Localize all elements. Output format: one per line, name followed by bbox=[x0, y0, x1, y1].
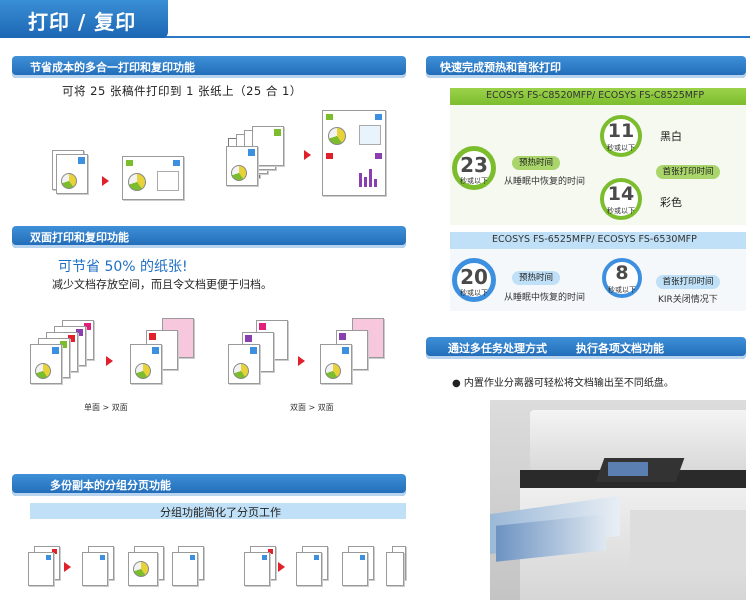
mono-first-pill: 首张打印时间 bbox=[656, 275, 720, 289]
sort-illustration bbox=[28, 540, 408, 600]
printer-photo bbox=[490, 400, 746, 600]
sort-subtab-label: 分组功能简化了分页工作 bbox=[160, 506, 281, 519]
model-bar-color: ECOSYS FS-C8520MFP/ ECOSYS FS-C8525MFP bbox=[450, 88, 746, 105]
section-header-sort: 多份副本的分组分页功能 bbox=[12, 474, 406, 496]
red-arrow-icon bbox=[298, 356, 305, 366]
color-bw-circle: 11 秒或以下 bbox=[600, 115, 642, 157]
red-arrow-icon bbox=[304, 150, 311, 160]
color-bw-label: 黑白 bbox=[660, 130, 682, 143]
section-title-multitask-a: 通过多任务处理方式 bbox=[448, 342, 547, 355]
multi-desc: 可将 25 张稿件打印到 1 张纸上（25 合 1） bbox=[62, 84, 302, 98]
color-warmup-desc: 从睡眠中恢复的时间 bbox=[504, 177, 586, 187]
color-color-label: 彩色 bbox=[660, 196, 682, 209]
section-header-fast: 快速完成预热和首张打印 bbox=[426, 56, 746, 78]
color-color-circle: 14 秒或以下 bbox=[600, 178, 642, 220]
section-title-multitask-b: 执行各项文档功能 bbox=[576, 342, 664, 355]
section-title-duplex: 双面打印和复印功能 bbox=[30, 231, 129, 244]
duplex-desc: 减少文档存放空间，而且令文档更便于归档。 bbox=[52, 278, 272, 291]
multitask-bullet: ● 内置作业分离器可轻松将文档输出至不同纸盘。 bbox=[452, 378, 674, 389]
section-header-multitask: 通过多任务处理方式 执行各项文档功能 bbox=[426, 337, 746, 359]
doc-page-icon bbox=[226, 146, 258, 186]
color-color-unit: 秒或以下 bbox=[607, 207, 635, 215]
doc-page-icon bbox=[128, 552, 158, 586]
multi-up-illustration bbox=[40, 110, 410, 215]
model-bar-mono-label: ECOSYS FS-6525MFP/ ECOSYS FS-6530MFP bbox=[492, 234, 697, 245]
color-warmup-number: 23 bbox=[460, 153, 488, 177]
doc-page-icon bbox=[28, 552, 54, 586]
red-arrow-icon bbox=[106, 356, 113, 366]
red-arrow-icon bbox=[278, 562, 285, 572]
doc-page-icon bbox=[130, 344, 162, 384]
doc-page-icon bbox=[172, 552, 198, 586]
color-warmup-pill: 预热时间 bbox=[512, 156, 560, 170]
color-warmup-circle: 23 秒或以下 bbox=[452, 146, 496, 190]
sort-subtab: 分组功能简化了分页工作 bbox=[30, 503, 406, 519]
section-header-multi: 节省成本的多合一打印和复印功能 bbox=[12, 56, 406, 78]
two-up-page-icon bbox=[122, 156, 184, 200]
mono-warmup-pill: 预热时间 bbox=[512, 271, 560, 285]
mono-warmup-number: 20 bbox=[460, 265, 488, 289]
color-bw-unit: 秒或以下 bbox=[607, 144, 635, 152]
doc-page-icon bbox=[244, 552, 270, 586]
mono-warmup-circle: 20 秒或以下 bbox=[452, 258, 496, 302]
doc-page-icon bbox=[320, 344, 352, 384]
section-title-sort: 多份副本的分组分页功能 bbox=[50, 479, 171, 492]
mono-warmup-desc: 从睡眠中恢复的时间 bbox=[504, 293, 586, 303]
duplex-highlight: 可节省 50% 的纸张! bbox=[58, 259, 188, 275]
duplex-caption-left: 单面 > 双面 bbox=[84, 403, 128, 412]
page-title: 打印 / 复印 bbox=[28, 10, 137, 34]
duplex-caption-right: 双面 > 双面 bbox=[290, 403, 334, 412]
color-color-number: 14 bbox=[607, 183, 635, 205]
section-header-duplex: 双面打印和复印功能 bbox=[12, 226, 406, 248]
color-warmup-unit: 秒或以下 bbox=[460, 177, 488, 185]
model-bar-color-label: ECOSYS FS-C8520MFP/ ECOSYS FS-C8525MFP bbox=[486, 90, 705, 101]
four-up-page-icon bbox=[322, 110, 386, 196]
section-title-multi: 节省成本的多合一打印和复印功能 bbox=[30, 61, 195, 74]
doc-page-icon bbox=[342, 552, 368, 586]
doc-page-icon bbox=[82, 552, 108, 586]
mono-first-number: 8 bbox=[615, 262, 629, 284]
color-bw-number: 11 bbox=[607, 120, 635, 142]
doc-page-icon bbox=[228, 344, 260, 384]
doc-page-icon bbox=[30, 344, 62, 384]
doc-page-icon bbox=[56, 154, 88, 194]
mono-warmup-unit: 秒或以下 bbox=[460, 289, 488, 297]
section-title-fast: 快速完成预热和首张打印 bbox=[440, 61, 561, 74]
red-arrow-icon bbox=[64, 562, 71, 572]
color-first-pill: 首张打印时间 bbox=[656, 165, 720, 179]
page-title-tab: 打印 / 复印 bbox=[0, 0, 168, 38]
mono-first-circle: 8 秒或以下 bbox=[602, 258, 642, 298]
doc-page-icon bbox=[296, 552, 322, 586]
doc-page-icon bbox=[386, 552, 404, 586]
red-arrow-icon bbox=[102, 176, 109, 186]
mono-first-desc: KIR关闭情况下 bbox=[658, 295, 718, 305]
model-bar-mono: ECOSYS FS-6525MFP/ ECOSYS FS-6530MFP bbox=[450, 232, 746, 249]
duplex-illustration bbox=[30, 314, 410, 404]
title-underline bbox=[0, 36, 750, 38]
mono-first-unit: 秒或以下 bbox=[608, 286, 636, 294]
